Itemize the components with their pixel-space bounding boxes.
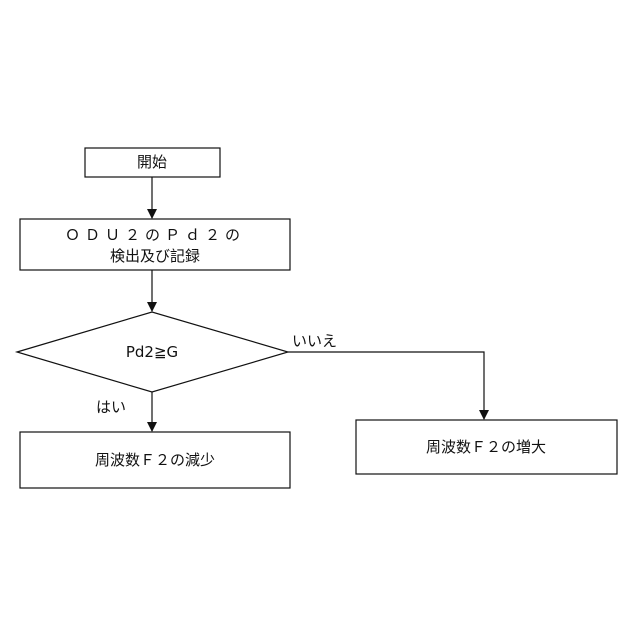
no-edge-label: いいえ xyxy=(292,332,337,350)
decrease-label: 周波数Ｆ２の減少 xyxy=(95,451,215,469)
detect-label-line1: ＯＤＵ２のＰｄ２の xyxy=(65,226,245,244)
detect-label-line2: 検出及び記録 xyxy=(110,247,200,265)
yes-edge-label: はい xyxy=(96,398,126,416)
start-label: 開始 xyxy=(137,153,167,171)
increase-label: 周波数Ｆ２の増大 xyxy=(426,438,546,456)
decision-label: Pd2≧G xyxy=(126,343,178,361)
